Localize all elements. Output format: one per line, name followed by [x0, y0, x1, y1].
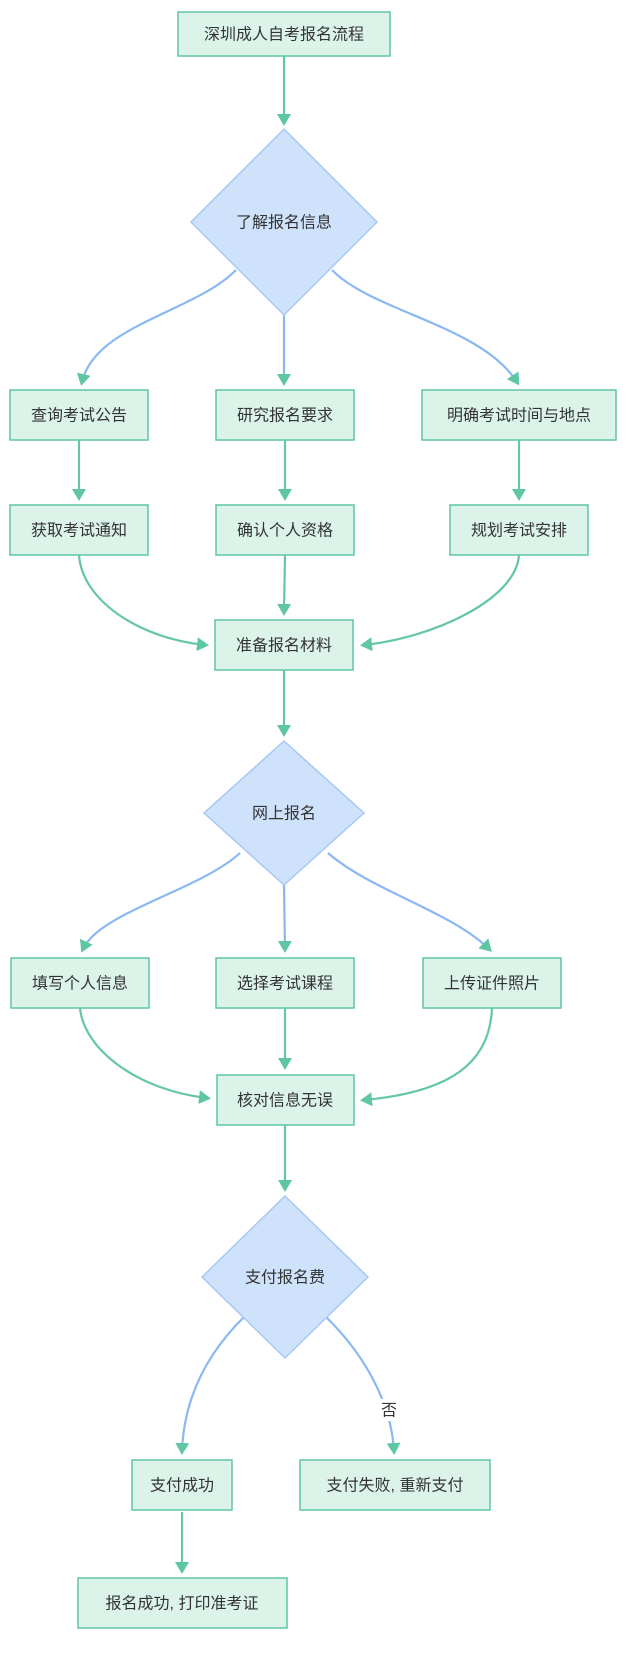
node-choose-courses-label: 选择考试课程	[237, 975, 333, 993]
node-upload-photo-box	[422, 957, 562, 1009]
node-online-register-decision: 网上报名	[202, 739, 366, 887]
node-plan-arrangement: 规划考试安排	[449, 504, 589, 556]
node-confirm-eligibility: 确认个人资格	[215, 504, 355, 556]
node-confirm-schedule-label: 明确考试时间与地点	[447, 407, 591, 425]
node-get-notice: 获取考试通知	[9, 504, 149, 556]
node-query-notice: 查询考试公告	[9, 389, 149, 441]
node-plan-arrangement-label: 规划考试安排	[471, 522, 567, 540]
node-online-register-label: 网上报名	[252, 805, 316, 823]
node-pay-fail-box	[299, 1459, 491, 1511]
node-query-notice-label: 查询考试公告	[31, 407, 127, 425]
edge-online-upload	[327, 852, 492, 952]
node-start-box	[177, 11, 391, 57]
node-fill-personal-label: 填写个人信息	[32, 975, 128, 993]
node-verify-info-box	[216, 1074, 355, 1126]
edge-label-no: 否	[377, 1399, 401, 1421]
node-pay-fee-label: 支付报名费	[245, 1269, 325, 1287]
edge-getnotice-prepare	[77, 554, 209, 652]
node-understand-diamond	[189, 127, 379, 317]
node-pay-fee-decision: 支付报名费	[200, 1194, 370, 1360]
node-pay-success-label: 支付成功	[150, 1477, 214, 1495]
node-confirm-schedule-box	[421, 389, 617, 441]
node-confirm-eligibility-box	[215, 504, 355, 556]
node-pay-fee-diamond	[200, 1194, 370, 1360]
edge-label-bg	[377, 1399, 401, 1421]
node-study-requirements: 研究报名要求	[215, 389, 355, 441]
edge-eligibility-prepare	[277, 554, 292, 616]
node-choose-courses-box	[215, 957, 355, 1009]
node-choose-courses: 选择考试课程	[215, 957, 355, 1009]
node-register-done-box	[77, 1577, 288, 1629]
edge-upload-verify	[360, 1007, 494, 1107]
node-pay-success: 支付成功	[131, 1459, 233, 1511]
edges-layer: 否	[72, 56, 526, 1574]
node-prepare-materials-box	[214, 619, 354, 671]
node-fill-personal-box	[10, 957, 150, 1009]
edge-label-no-text: 否	[381, 1403, 397, 1420]
node-register-done-label: 报名成功, 打印准考证	[106, 1595, 259, 1613]
node-understand-decision: 了解报名信息	[189, 127, 379, 317]
node-study-requirements-label: 研究报名要求	[237, 407, 333, 425]
node-study-requirements-box	[215, 389, 355, 441]
edge-online-choose	[277, 884, 292, 953]
edge-pay-fail	[325, 1316, 401, 1455]
node-pay-fail: 支付失败, 重新支付	[299, 1459, 491, 1511]
node-start: 深圳成人自考报名流程	[177, 11, 391, 57]
nodes-layer: 深圳成人自考报名流程 了解报名信息 查询考试公告 研究报名要求 明确考试时间与地…	[9, 11, 617, 1629]
edge-pay-success	[175, 1315, 246, 1455]
node-get-notice-label: 获取考试通知	[31, 522, 127, 540]
node-register-done: 报名成功, 打印准考证	[77, 1577, 288, 1629]
node-confirm-schedule: 明确考试时间与地点	[421, 389, 617, 441]
edge-plan-prepare	[360, 554, 521, 652]
node-verify-info-label: 核对信息无误	[237, 1092, 333, 1110]
edge-fill-verify	[78, 1007, 211, 1105]
node-upload-photo-label: 上传证件照片	[444, 975, 540, 993]
node-plan-arrangement-box	[449, 504, 589, 556]
edge-online-fill	[79, 852, 241, 953]
node-understand-label: 了解报名信息	[236, 214, 332, 232]
node-pay-success-box	[131, 1459, 233, 1511]
node-prepare-materials-label: 准备报名材料	[236, 637, 332, 655]
node-get-notice-box	[9, 504, 149, 556]
node-start-label: 深圳成人自考报名流程	[204, 26, 364, 44]
node-online-register-diamond	[202, 739, 366, 887]
node-prepare-materials: 准备报名材料	[214, 619, 354, 671]
edge-understand-schedule	[331, 269, 520, 386]
edge-understand-query	[76, 269, 237, 386]
node-upload-photo: 上传证件照片	[422, 957, 562, 1009]
node-query-notice-box	[9, 389, 149, 441]
node-confirm-eligibility-label: 确认个人资格	[237, 522, 333, 540]
node-fill-personal: 填写个人信息	[10, 957, 150, 1009]
node-verify-info: 核对信息无误	[216, 1074, 355, 1126]
node-pay-fail-label: 支付失败, 重新支付	[327, 1477, 464, 1495]
